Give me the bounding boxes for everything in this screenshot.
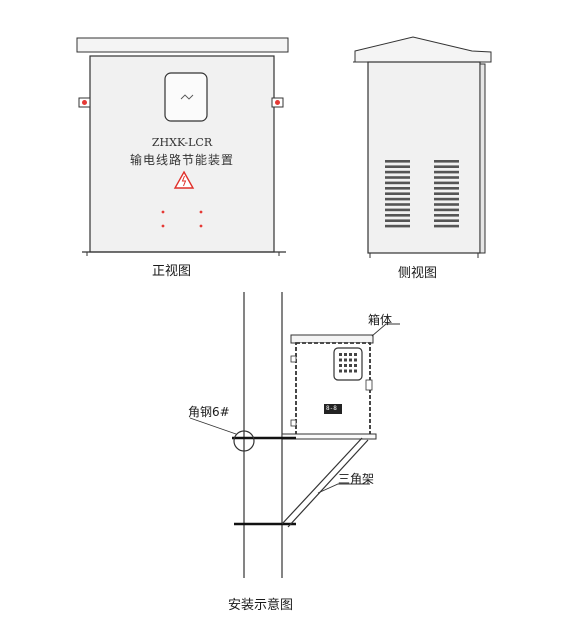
indicator-lamp xyxy=(199,224,203,228)
louver-slat xyxy=(385,208,410,212)
louver-slat xyxy=(434,197,459,201)
louver-slat xyxy=(385,224,410,228)
keypad-cell xyxy=(339,364,342,367)
meter-window xyxy=(333,347,363,381)
hinge-icon xyxy=(290,355,297,363)
louver-slat xyxy=(434,224,459,228)
louver-slat xyxy=(385,187,410,190)
leader-angle-steel xyxy=(189,417,237,435)
louver-slat xyxy=(385,160,410,163)
louver-slat xyxy=(434,176,459,179)
keypad-cell xyxy=(354,369,357,373)
box-roof xyxy=(290,334,374,344)
side-view xyxy=(353,36,492,258)
window-scribble-icon xyxy=(180,94,194,100)
keypad-cell xyxy=(339,353,342,356)
hinge-icon xyxy=(271,97,284,108)
louver-slat xyxy=(385,170,410,174)
angle-steel-bar xyxy=(281,433,377,440)
louver-slat xyxy=(385,219,410,222)
louver-slat xyxy=(434,203,459,206)
door-lock xyxy=(365,379,373,391)
louver-slat xyxy=(385,197,410,201)
display-text: 8-8 xyxy=(326,405,337,412)
side-door-edge xyxy=(479,63,486,254)
brace-edge-b xyxy=(287,439,369,528)
keypad-cell xyxy=(349,369,352,373)
louver-slat xyxy=(434,187,459,190)
keypad-cell xyxy=(339,358,342,362)
keypad-cell xyxy=(354,353,357,356)
meter-keypad xyxy=(339,353,357,373)
keypad-cell xyxy=(344,364,347,367)
keypad-cell xyxy=(344,369,347,373)
model-label: ZHXK-LCR xyxy=(151,136,213,149)
leader-bracket xyxy=(317,483,370,494)
louver-slat xyxy=(385,176,410,179)
vent-louvers xyxy=(385,160,459,228)
front-window xyxy=(164,72,208,122)
louver-slat xyxy=(434,192,459,195)
install-view xyxy=(189,292,400,578)
indicator-lamp xyxy=(161,224,165,228)
front-view-caption: 正视图 xyxy=(152,264,192,279)
louver-slat xyxy=(434,181,459,185)
keypad-cell xyxy=(349,364,352,367)
keypad-cell xyxy=(354,358,357,362)
angle-steel-label: 角钢6# xyxy=(188,405,230,419)
louver-slat xyxy=(385,165,410,168)
box-label: 箱体 xyxy=(368,313,393,327)
brace-edge-a xyxy=(281,437,363,525)
louver-slat xyxy=(385,214,410,217)
leader-box xyxy=(371,323,400,337)
louver-slat xyxy=(434,214,459,217)
device-name-label: 输电线路节能装置 xyxy=(129,153,234,167)
bracket-label: 三角架 xyxy=(338,472,375,486)
indicator-lamp xyxy=(161,210,165,214)
warning-triangle-icon xyxy=(173,170,195,189)
install-view-caption: 安装示意图 xyxy=(228,598,294,613)
side-body xyxy=(367,61,481,254)
indicator-lamp xyxy=(199,210,203,214)
louver-slat xyxy=(434,160,459,163)
keypad-cell xyxy=(339,369,342,373)
hinge-icon xyxy=(290,419,297,427)
louver-slat xyxy=(385,181,410,185)
louver-slat xyxy=(385,192,410,195)
louver-slat xyxy=(434,208,459,212)
keypad-cell xyxy=(344,353,347,356)
keypad-cell xyxy=(354,364,357,367)
keypad-cell xyxy=(349,358,352,362)
louver-slat xyxy=(385,203,410,206)
display-screen xyxy=(324,404,342,414)
front-view xyxy=(76,37,289,256)
hinge-icon xyxy=(78,97,91,108)
keypad-cell xyxy=(344,358,347,362)
angle-steel-circle xyxy=(233,430,255,452)
side-roof xyxy=(354,36,492,63)
keypad-cell xyxy=(349,353,352,356)
louver-slat xyxy=(434,165,459,168)
louver-slat xyxy=(434,219,459,222)
side-view-caption: 侧视图 xyxy=(398,266,438,281)
louver-slat xyxy=(434,170,459,174)
front-roof xyxy=(76,37,289,53)
